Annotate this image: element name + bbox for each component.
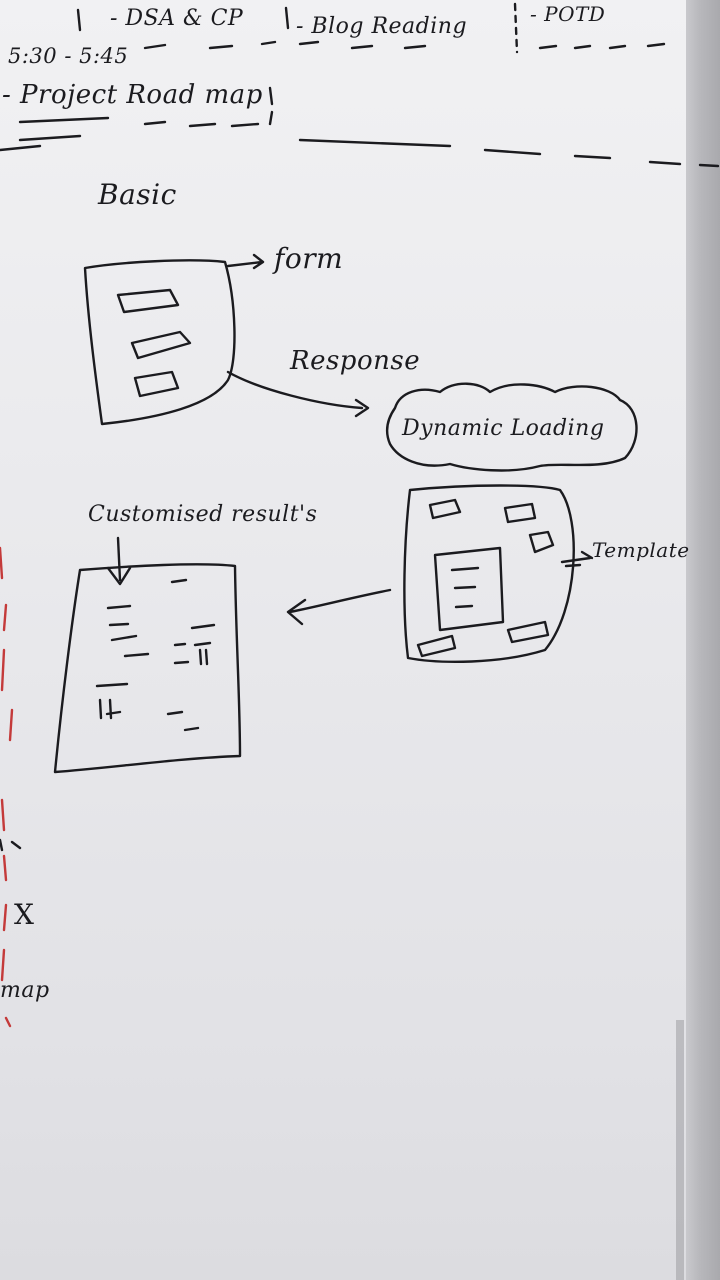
header-potd: - POTD [530, 2, 606, 26]
margin-map-text: map [0, 978, 50, 1003]
label-customised-results: Customised result's [88, 502, 318, 527]
margin-red-marks [0, 546, 14, 1028]
dynamic-loading-cloud [385, 382, 638, 472]
template-card-lines [450, 566, 480, 609]
project-underline [18, 116, 260, 142]
header-dash-a [143, 40, 427, 50]
long-dash-line [0, 138, 720, 168]
response-arrow [226, 370, 370, 418]
label-template: Template [592, 538, 690, 562]
results-lines [95, 578, 216, 732]
header-blog-reading: - Blog Reading [296, 14, 468, 39]
template-card [433, 546, 505, 632]
margin-mark-1 [0, 838, 22, 852]
form-box [83, 259, 236, 426]
label-response: Response [290, 346, 421, 376]
template-widget-2 [503, 502, 537, 524]
template-widget-5 [506, 620, 550, 644]
header-time: 5:30 - 5:45 [8, 44, 129, 68]
label-dynamic-loading: Dynamic Loading [402, 416, 605, 441]
label-basic: Basic [98, 178, 177, 211]
results-box [53, 563, 242, 774]
header-dash-b [538, 42, 666, 50]
header-divider-3 [513, 2, 519, 54]
form-arrow [226, 253, 265, 270]
template-arrow [560, 550, 594, 568]
header-dsa-cp: - DSA & CP [110, 6, 244, 31]
template-widget-4 [416, 634, 457, 658]
header-project-roadmap: - Project Road map [2, 80, 263, 110]
form-field-2 [130, 330, 192, 360]
results-down-arrow [106, 536, 132, 586]
board-frame-shadow [676, 1020, 684, 1280]
margin-x-mark: X [14, 898, 35, 931]
form-field-3 [133, 370, 180, 398]
form-field-1 [116, 288, 180, 314]
template-widget-3 [528, 530, 555, 554]
template-widget-1 [428, 498, 462, 520]
results-arrow [286, 588, 392, 626]
label-form: form [274, 242, 344, 275]
header-divider-2 [284, 6, 290, 30]
header-divider-1 [76, 8, 82, 32]
left-bracket-1 [268, 86, 274, 126]
template-box [403, 484, 575, 663]
board-frame-edge [686, 0, 720, 1280]
